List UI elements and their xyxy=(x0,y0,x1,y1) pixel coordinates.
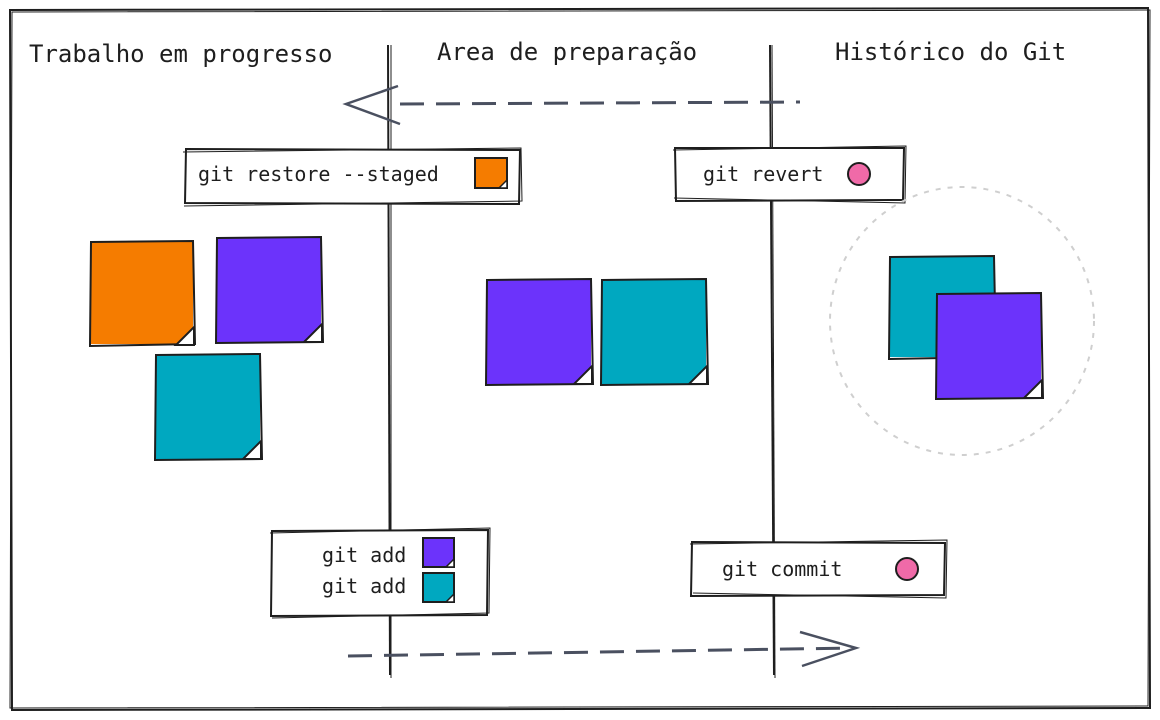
git-add-label: git add xyxy=(322,543,407,567)
sticky-note-icon xyxy=(214,235,325,345)
sticky-note-icon xyxy=(474,157,508,189)
sticky-note-icon xyxy=(153,352,264,462)
git-revert-label: git revert xyxy=(703,162,824,186)
commit-dot-icon xyxy=(847,162,871,186)
column-heading-history: Histórico do Git xyxy=(835,38,1067,66)
arrow-left-icon xyxy=(342,84,801,126)
git-restore-staged-label: git restore --staged xyxy=(198,162,439,186)
git-add-label: git add xyxy=(322,574,407,598)
sticky-note-icon xyxy=(88,239,197,348)
git-commit-label: git commit xyxy=(722,557,843,581)
git-add-box xyxy=(269,527,491,619)
sticky-note-icon xyxy=(422,572,455,603)
commit-history-circle xyxy=(829,186,1095,456)
sticky-note-icon xyxy=(934,291,1045,401)
sticky-note-icon xyxy=(422,537,455,568)
git-revert-box xyxy=(672,145,907,204)
outer-frame xyxy=(8,6,1152,712)
sticky-note-icon xyxy=(599,277,710,387)
column-heading-staging: Area de preparação xyxy=(437,38,698,66)
git-restore-staged-box xyxy=(182,147,523,207)
commit-dot-icon xyxy=(895,557,919,581)
git-commit-box xyxy=(689,539,948,599)
arrow-right-icon xyxy=(347,630,861,668)
column-heading-working: Trabalho em progresso xyxy=(29,40,333,68)
sticky-note-icon xyxy=(484,277,595,387)
